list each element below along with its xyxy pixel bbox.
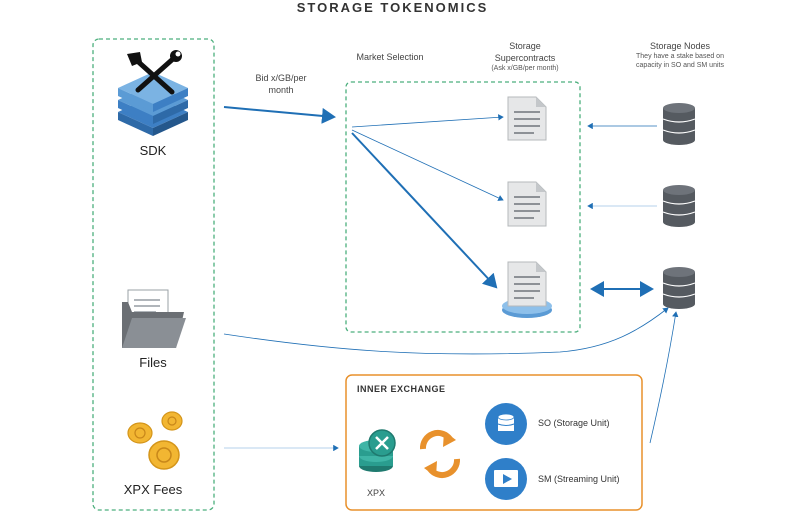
supercontract-doc-icon-2 [507, 181, 547, 227]
coins-icon [127, 411, 183, 470]
arrow-market-to-sc1 [351, 114, 504, 128]
inner-exchange-title: INNER EXCHANGE [357, 384, 446, 394]
arrow-sdk-to-market [223, 106, 336, 124]
storage-node-icon-3 [662, 267, 696, 309]
so-label: SO (Storage Unit) [538, 418, 610, 428]
storage-nodes-label: Storage Nodes [649, 41, 711, 51]
storage-nodes-sub-line2: capacity in SO and SM units [636, 62, 724, 69]
left-dashed-box [92, 38, 215, 511]
sdk-stack-icon [118, 72, 188, 136]
bid-label-line1: Bid x/GB/per [255, 73, 307, 83]
storage-node-icon-1 [662, 103, 696, 145]
storage-node-icon-2 [662, 185, 696, 227]
xpx-fees-label: XPX Fees [123, 482, 183, 497]
arrow-market-to-sc2 [351, 129, 504, 201]
sdk-label: SDK [139, 143, 167, 158]
so-storage-unit-icon [485, 403, 527, 445]
connector-arrows [223, 106, 679, 452]
sm-streaming-unit-icon [485, 458, 527, 500]
tools-icon [127, 50, 182, 95]
supercontracts-label: Storage Supercontracts (Ask x/GB/per mon… [470, 40, 580, 73]
arrow-exchange-to-node3 [649, 311, 679, 444]
arrow-market-to-sc3 [351, 132, 498, 289]
supercontract-doc-icon-3-selected [502, 261, 552, 318]
files-label: Files [139, 355, 167, 370]
supercontracts-sublabel: (Ask x/GB/per month) [491, 65, 559, 72]
xpx-stack-icon [359, 429, 396, 472]
bid-label: Bid x/GB/per month [236, 72, 326, 96]
xpx-label: XPX [366, 488, 385, 498]
market-dashed-box [345, 81, 581, 333]
supercontract-doc-icon-1 [507, 96, 547, 141]
storage-nodes-sub-line1: They have a stake based on [636, 53, 724, 60]
inner-exchange-box [345, 374, 643, 511]
supercontracts-label-line1: Storage [509, 41, 541, 51]
supercontracts-label-line2: Supercontracts [494, 53, 556, 63]
sm-label: SM (Streaming Unit) [538, 474, 620, 484]
arrow-files-to-node3 [223, 307, 669, 355]
storage-nodes-label-block: Storage Nodes They have a stake based on… [610, 40, 750, 70]
page-title: STORAGE TOKENOMICS [296, 0, 489, 15]
bid-label-line2: month [268, 85, 294, 95]
market-selection-label: Market Selection [356, 52, 424, 62]
folder-icon [122, 289, 186, 348]
exchange-arrows-icon [419, 429, 461, 479]
